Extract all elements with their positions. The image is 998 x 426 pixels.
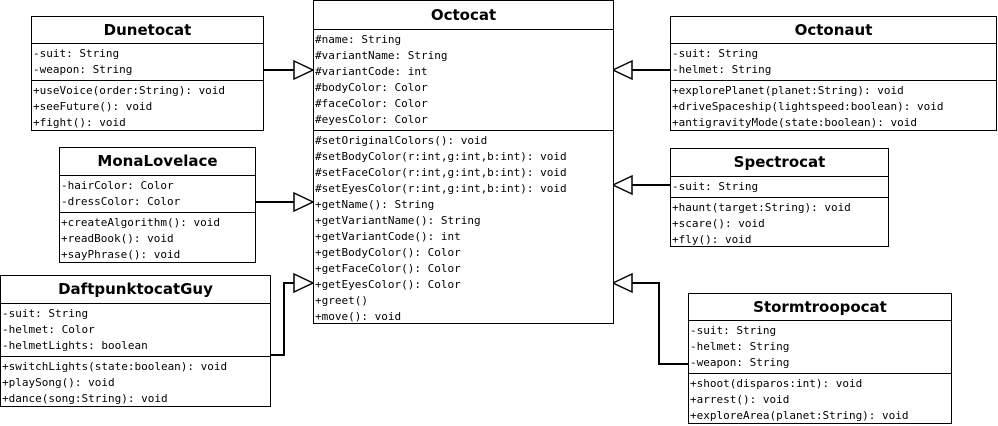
class-title: Stormtroopocat: [689, 294, 951, 321]
attribute: -helmetLights: boolean: [2, 339, 148, 352]
method: #setOriginalColors(): void: [315, 134, 488, 147]
method: +seeFuture(): void: [33, 100, 153, 113]
attributes-section: -suit: String -weapon: String: [32, 44, 263, 81]
class-title: Spectrocat: [671, 149, 888, 177]
attribute: #bodyColor: Color: [315, 81, 428, 94]
methods-section: +useVoice(order:String): void +seeFuture…: [32, 81, 263, 133]
attribute: -helmet: String: [672, 63, 772, 76]
class-title: Dunetocat: [32, 17, 263, 44]
attribute: #faceColor: Color: [315, 97, 428, 110]
attribute: #name: String: [315, 33, 402, 46]
method: +dance(song:String): void: [2, 392, 168, 405]
class-title: Octocat: [314, 1, 613, 30]
methods-section: +explorePlanet(planet:String): void +dri…: [671, 81, 996, 133]
method: +getFaceColor(): Color: [315, 262, 461, 275]
class-stormtroopocat: Stormtroopocat -suit: String -helmet: St…: [688, 293, 952, 424]
method: +switchLights(state:boolean): void: [2, 360, 228, 373]
attribute: -suit: String: [690, 324, 777, 337]
method: +greet(): [315, 294, 368, 307]
method: +useVoice(order:String): void: [33, 84, 226, 97]
method: +explorePlanet(planet:String): void: [672, 84, 904, 97]
method: +move(): void: [315, 310, 402, 323]
methods-section: #setOriginalColors(): void #setBodyColor…: [314, 131, 613, 327]
attributes-section: -suit: String -helmet: Color -helmetLigh…: [1, 304, 270, 357]
method: +arrest(): void: [690, 393, 790, 406]
attribute: -suit: String: [33, 47, 120, 60]
link-daftpunktocatguy: [270, 282, 294, 356]
attribute: -suit: String: [2, 307, 89, 320]
class-title: Octonaut: [671, 17, 996, 44]
method: #setFaceColor(r:int,g:int,b:int): void: [315, 166, 567, 179]
attribute: -dressColor: Color: [61, 195, 181, 208]
method: +getBodyColor(): Color: [315, 246, 461, 259]
attributes-section: -suit: String -helmet: String: [671, 44, 996, 81]
attributes-section: -suit: String: [671, 177, 888, 198]
method: +exploreArea(planet:String): void: [690, 409, 909, 422]
methods-section: +shoot(disparos:int): void +arrest(): vo…: [689, 374, 951, 426]
attribute: -weapon: String: [33, 63, 133, 76]
method: +getVariantName(): String: [315, 214, 481, 227]
attribute: #eyesColor: Color: [315, 113, 428, 126]
arrowhead-stormtroopocat: [611, 272, 633, 294]
link-stormtroopocat: [632, 282, 688, 365]
method: #setBodyColor(r:int,g:int,b:int): void: [315, 150, 567, 163]
method: +createAlgorithm(): void: [61, 216, 220, 229]
arrowhead-octonaut: [611, 59, 633, 81]
arrowhead-monalovelace: [293, 191, 315, 213]
arrowhead-daftpunktocatguy: [293, 272, 315, 294]
method: +getName(): String: [315, 198, 435, 211]
attributes-section: -hairColor: Color -dressColor: Color: [60, 176, 255, 213]
attribute: -hairColor: Color: [61, 179, 174, 192]
method: +getVariantCode(): int: [315, 230, 461, 243]
methods-section: +haunt(target:String): void +scare(): vo…: [671, 198, 888, 250]
attribute: #variantName: String: [315, 49, 448, 62]
arrowhead-spectrocat: [611, 174, 633, 196]
class-daftpunktocatguy: DaftpunktocatGuy -suit: String -helmet: …: [0, 275, 271, 407]
arrowhead-dunetocat: [293, 59, 315, 81]
class-octocat: Octocat #name: String #variantName: Stri…: [313, 0, 614, 324]
attribute: -weapon: String: [690, 356, 790, 369]
class-spectrocat: Spectrocat -suit: String +haunt(target:S…: [670, 148, 889, 247]
method: +playSong(): void: [2, 376, 115, 389]
method: #setEyesColor(r:int,g:int,b:int): void: [315, 182, 567, 195]
method: +sayPhrase(): void: [61, 248, 181, 261]
methods-section: +createAlgorithm(): void +readBook(): vo…: [60, 213, 255, 265]
method: +fight(): void: [33, 116, 126, 129]
attributes-section: #name: String #variantName: String #vari…: [314, 30, 613, 131]
attribute: -helmet: Color: [2, 323, 95, 336]
attribute: -suit: String: [672, 47, 759, 60]
class-octonaut: Octonaut -suit: String -helmet: String +…: [670, 16, 997, 131]
class-title: DaftpunktocatGuy: [1, 276, 270, 304]
method: +driveSpaceship(lightspeed:boolean): voi…: [672, 100, 944, 113]
class-monalovelace: MonaLovelace -hairColor: Color -dressCol…: [59, 147, 256, 263]
attribute: -suit: String: [672, 180, 759, 193]
class-dunetocat: Dunetocat -suit: String -weapon: String …: [31, 16, 264, 131]
attribute: -helmet: String: [690, 340, 790, 353]
attributes-section: -suit: String -helmet: String -weapon: S…: [689, 321, 951, 374]
class-title: MonaLovelace: [60, 148, 255, 176]
method: +getEyesColor(): Color: [315, 278, 461, 291]
method: +shoot(disparos:int): void: [690, 377, 863, 390]
method: +haunt(target:String): void: [672, 201, 851, 214]
methods-section: +switchLights(state:boolean): void +play…: [1, 357, 270, 409]
method: +readBook(): void: [61, 232, 174, 245]
attribute: #variantCode: int: [315, 65, 428, 78]
method: +fly(): void: [672, 233, 752, 246]
method: +antigravityMode(state:boolean): void: [672, 116, 918, 129]
method: +scare(): void: [672, 217, 765, 230]
